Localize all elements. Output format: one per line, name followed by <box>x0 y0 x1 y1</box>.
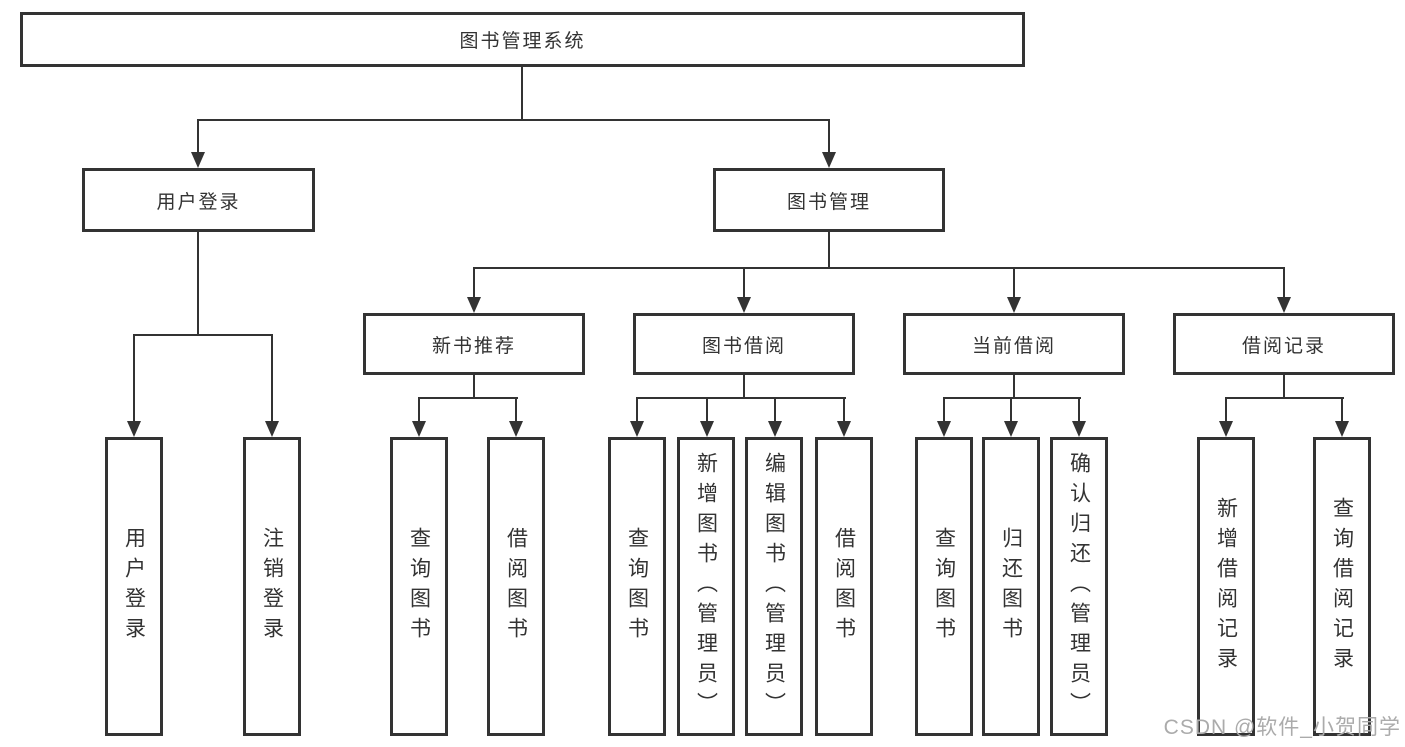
node-book-borrow: 图书借阅 <box>633 313 855 375</box>
arrowhead-down-icon <box>822 152 836 168</box>
arrowhead-down-icon <box>1335 421 1349 437</box>
arrowhead-down-icon <box>1007 297 1021 313</box>
connector-line <box>943 397 945 422</box>
arrowhead-down-icon <box>265 421 279 437</box>
node-root: 图书管理系统 <box>20 12 1025 67</box>
arrowhead-down-icon <box>1219 421 1233 437</box>
arrowhead-down-icon <box>1277 297 1291 313</box>
leaf-label: 确认归还（管理员） <box>1067 451 1091 722</box>
leaf-add-book-admin: 新增图书（管理员） <box>677 437 735 736</box>
connector-line <box>743 375 745 399</box>
connector-line <box>1013 267 1015 298</box>
arrowhead-down-icon <box>630 421 644 437</box>
leaf-label: 新增图书（管理员） <box>694 451 718 722</box>
leaf-return-book: 归还图书 <box>982 437 1040 736</box>
connector-line <box>197 119 830 121</box>
arrowhead-down-icon <box>768 421 782 437</box>
connector-line <box>1283 267 1285 298</box>
connector-line <box>1013 375 1015 399</box>
connector-line <box>473 375 475 399</box>
leaf-label: 用户登录 <box>122 526 146 647</box>
leaf-user-login: 用户登录 <box>105 437 163 736</box>
connector-line <box>1225 397 1344 399</box>
node-current-borrow: 当前借阅 <box>903 313 1125 375</box>
connector-line <box>473 267 475 298</box>
arrowhead-down-icon <box>700 421 714 437</box>
connector-line <box>521 67 523 119</box>
leaf-label: 查询图书 <box>407 526 431 647</box>
connector-line <box>943 397 1081 399</box>
connector-line <box>473 267 1285 269</box>
leaf-label: 查询图书 <box>625 526 649 647</box>
connector-line <box>133 334 135 422</box>
connector-line <box>271 334 273 422</box>
connector-line <box>1283 375 1285 399</box>
arrowhead-down-icon <box>737 297 751 313</box>
connector-line <box>1010 397 1012 422</box>
node-borrow-records: 借阅记录 <box>1173 313 1395 375</box>
node-new-book-recommend: 新书推荐 <box>363 313 585 375</box>
leaf-confirm-return-admin: 确认归还（管理员） <box>1050 437 1108 736</box>
arrowhead-down-icon <box>937 421 951 437</box>
leaf-add-borrow-record: 新增借阅记录 <box>1197 437 1255 736</box>
connector-line <box>743 267 745 298</box>
connector-line <box>1225 397 1227 422</box>
connector-line <box>636 397 638 422</box>
connector-line <box>828 119 830 153</box>
connector-line <box>828 232 830 269</box>
leaf-label: 归还图书 <box>999 526 1023 647</box>
connector-line <box>418 397 518 399</box>
connector-line <box>636 397 846 399</box>
arrowhead-down-icon <box>467 297 481 313</box>
arrowhead-down-icon <box>509 421 523 437</box>
leaf-label: 编辑图书（管理员） <box>762 451 786 722</box>
connector-line <box>197 119 199 153</box>
leaf-edit-book-admin: 编辑图书（管理员） <box>745 437 803 736</box>
connector-line <box>197 232 199 335</box>
arrowhead-down-icon <box>1004 421 1018 437</box>
leaf-query-books-recommend: 查询图书 <box>390 437 448 736</box>
leaf-label: 查询借阅记录 <box>1330 496 1354 677</box>
connector-line <box>843 397 845 422</box>
leaf-label: 借阅图书 <box>504 526 528 647</box>
arrowhead-down-icon <box>191 152 205 168</box>
arrowhead-down-icon <box>127 421 141 437</box>
leaf-label: 新增借阅记录 <box>1214 496 1238 677</box>
leaf-borrow-books-recommend: 借阅图书 <box>487 437 545 736</box>
connector-line <box>1078 397 1080 422</box>
connector-line <box>515 397 517 422</box>
leaf-label: 借阅图书 <box>832 526 856 647</box>
arrowhead-down-icon <box>412 421 426 437</box>
watermark: CSDN @软件_小贺同学 <box>1163 716 1401 739</box>
connector-line <box>1341 397 1343 422</box>
leaf-query-books-current: 查询图书 <box>915 437 973 736</box>
leaf-query-borrow-record: 查询借阅记录 <box>1313 437 1371 736</box>
connector-line <box>706 397 708 422</box>
leaf-label: 查询图书 <box>932 526 956 647</box>
leaf-logout: 注销登录 <box>243 437 301 736</box>
connector-line <box>418 397 420 422</box>
leaf-borrow-books: 借阅图书 <box>815 437 873 736</box>
leaf-label: 注销登录 <box>260 526 284 647</box>
connector-line <box>774 397 776 422</box>
connector-line <box>133 334 273 336</box>
leaf-query-books-borrow: 查询图书 <box>608 437 666 736</box>
node-book-management: 图书管理 <box>713 168 945 232</box>
node-user-login: 用户登录 <box>82 168 315 232</box>
arrowhead-down-icon <box>1072 421 1086 437</box>
arrowhead-down-icon <box>837 421 851 437</box>
